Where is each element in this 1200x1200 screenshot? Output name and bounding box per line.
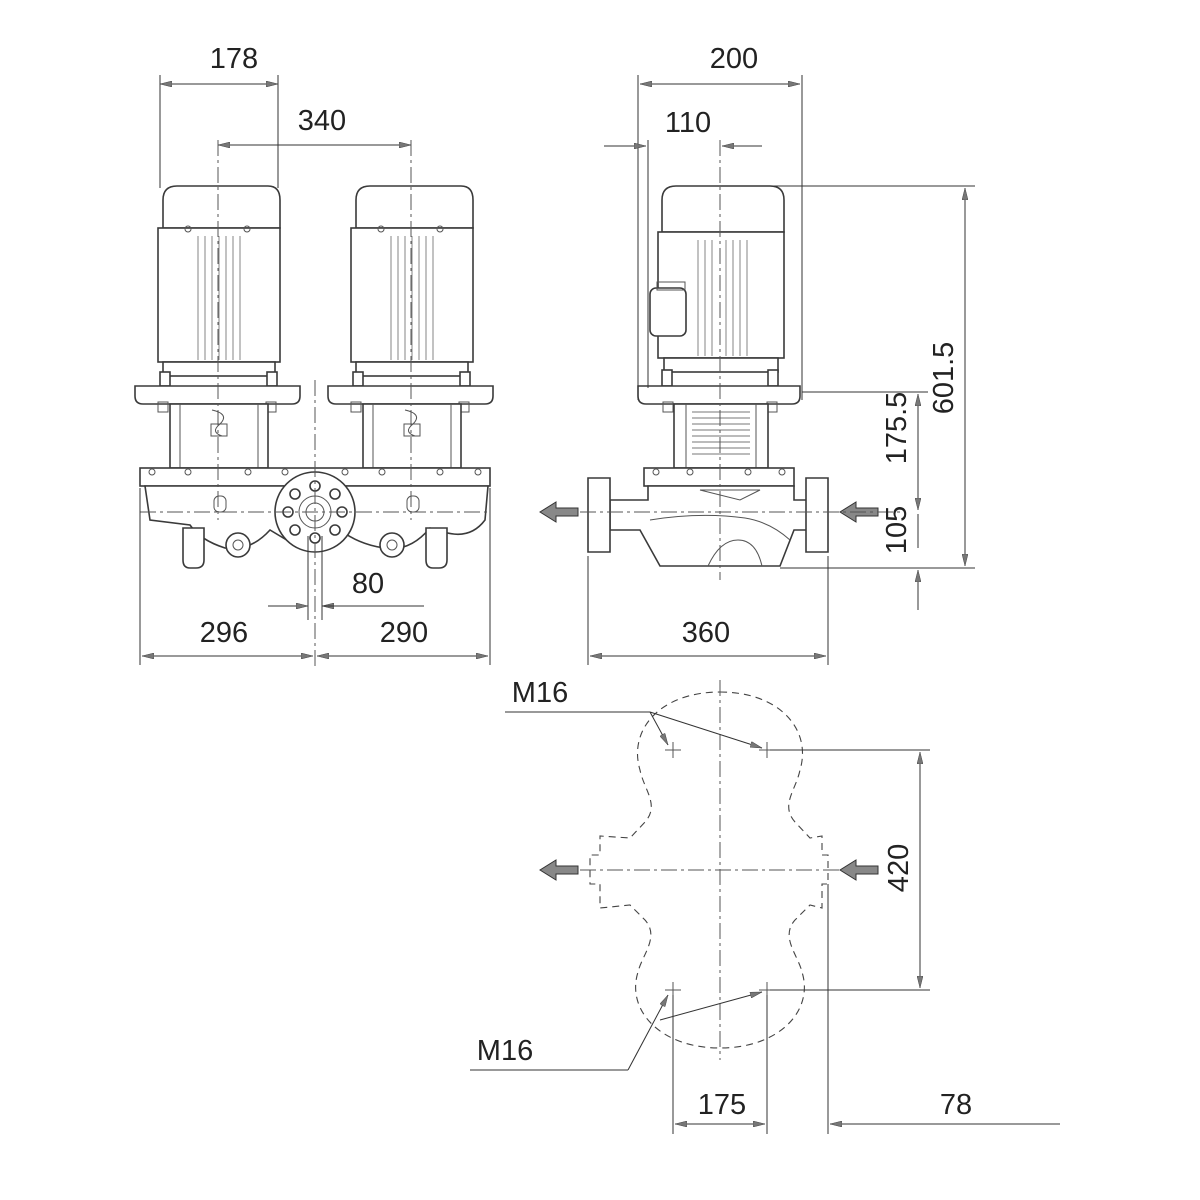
dim-total-height: 601.5 — [928, 342, 960, 415]
thread-label-bottom: M16 — [477, 1035, 533, 1067]
thread-label-top: M16 — [512, 677, 568, 709]
footprint-view: M16 M16 420 175 78 — [470, 677, 1060, 1134]
dim-motor-offset: 110 — [665, 107, 711, 139]
dim-right-length: 290 — [380, 617, 428, 649]
outlet-flow-arrow — [539, 501, 579, 523]
side-view: 200 110 360 601.5 175.5 105 — [539, 43, 975, 665]
dim-flange-width: 200 — [710, 43, 758, 75]
dim-bolt-spacing-y: 420 — [883, 844, 915, 892]
dim-motor-spacing: 340 — [298, 105, 346, 137]
dim-port-diameter: 80 — [352, 568, 384, 600]
dim-bolt-spacing-x: 175 — [698, 1089, 746, 1121]
dim-port-to-port: 360 — [682, 617, 730, 649]
dim-inlet-to-base: 175.5 — [881, 392, 913, 465]
dim-motor-width: 178 — [210, 43, 258, 75]
front-view: 178 340 80 296 290 — [134, 43, 494, 670]
dim-axis-height: 105 — [881, 506, 913, 554]
dim-left-length: 296 — [200, 617, 248, 649]
left-motor — [134, 185, 301, 469]
dim-bolt-offset: 78 — [940, 1089, 972, 1121]
